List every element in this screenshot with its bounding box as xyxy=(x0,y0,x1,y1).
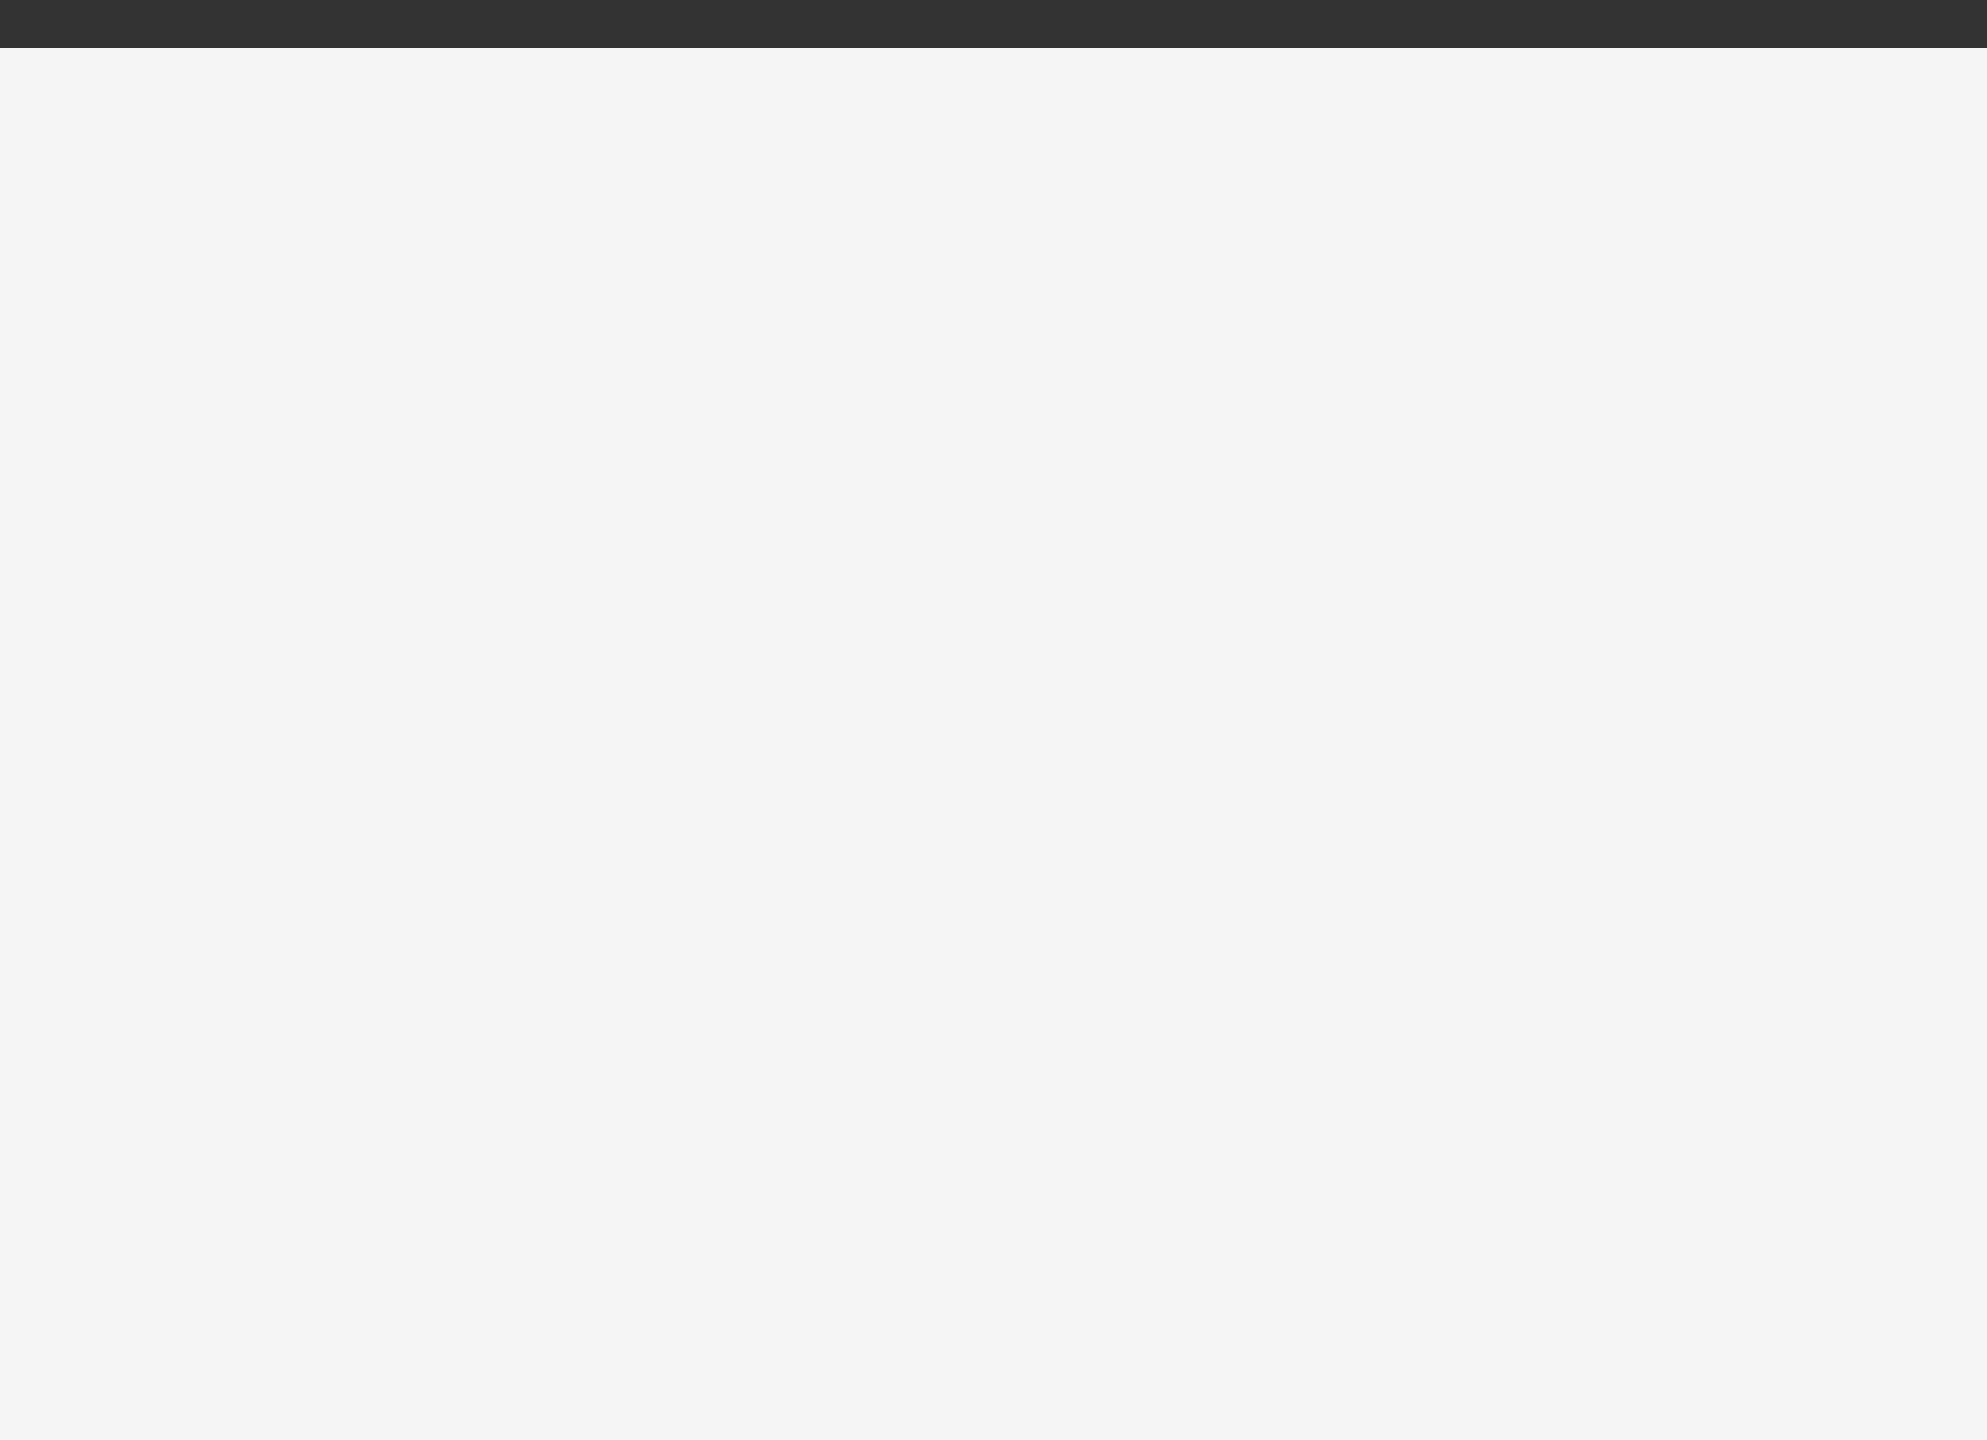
title-bar xyxy=(0,0,1987,48)
